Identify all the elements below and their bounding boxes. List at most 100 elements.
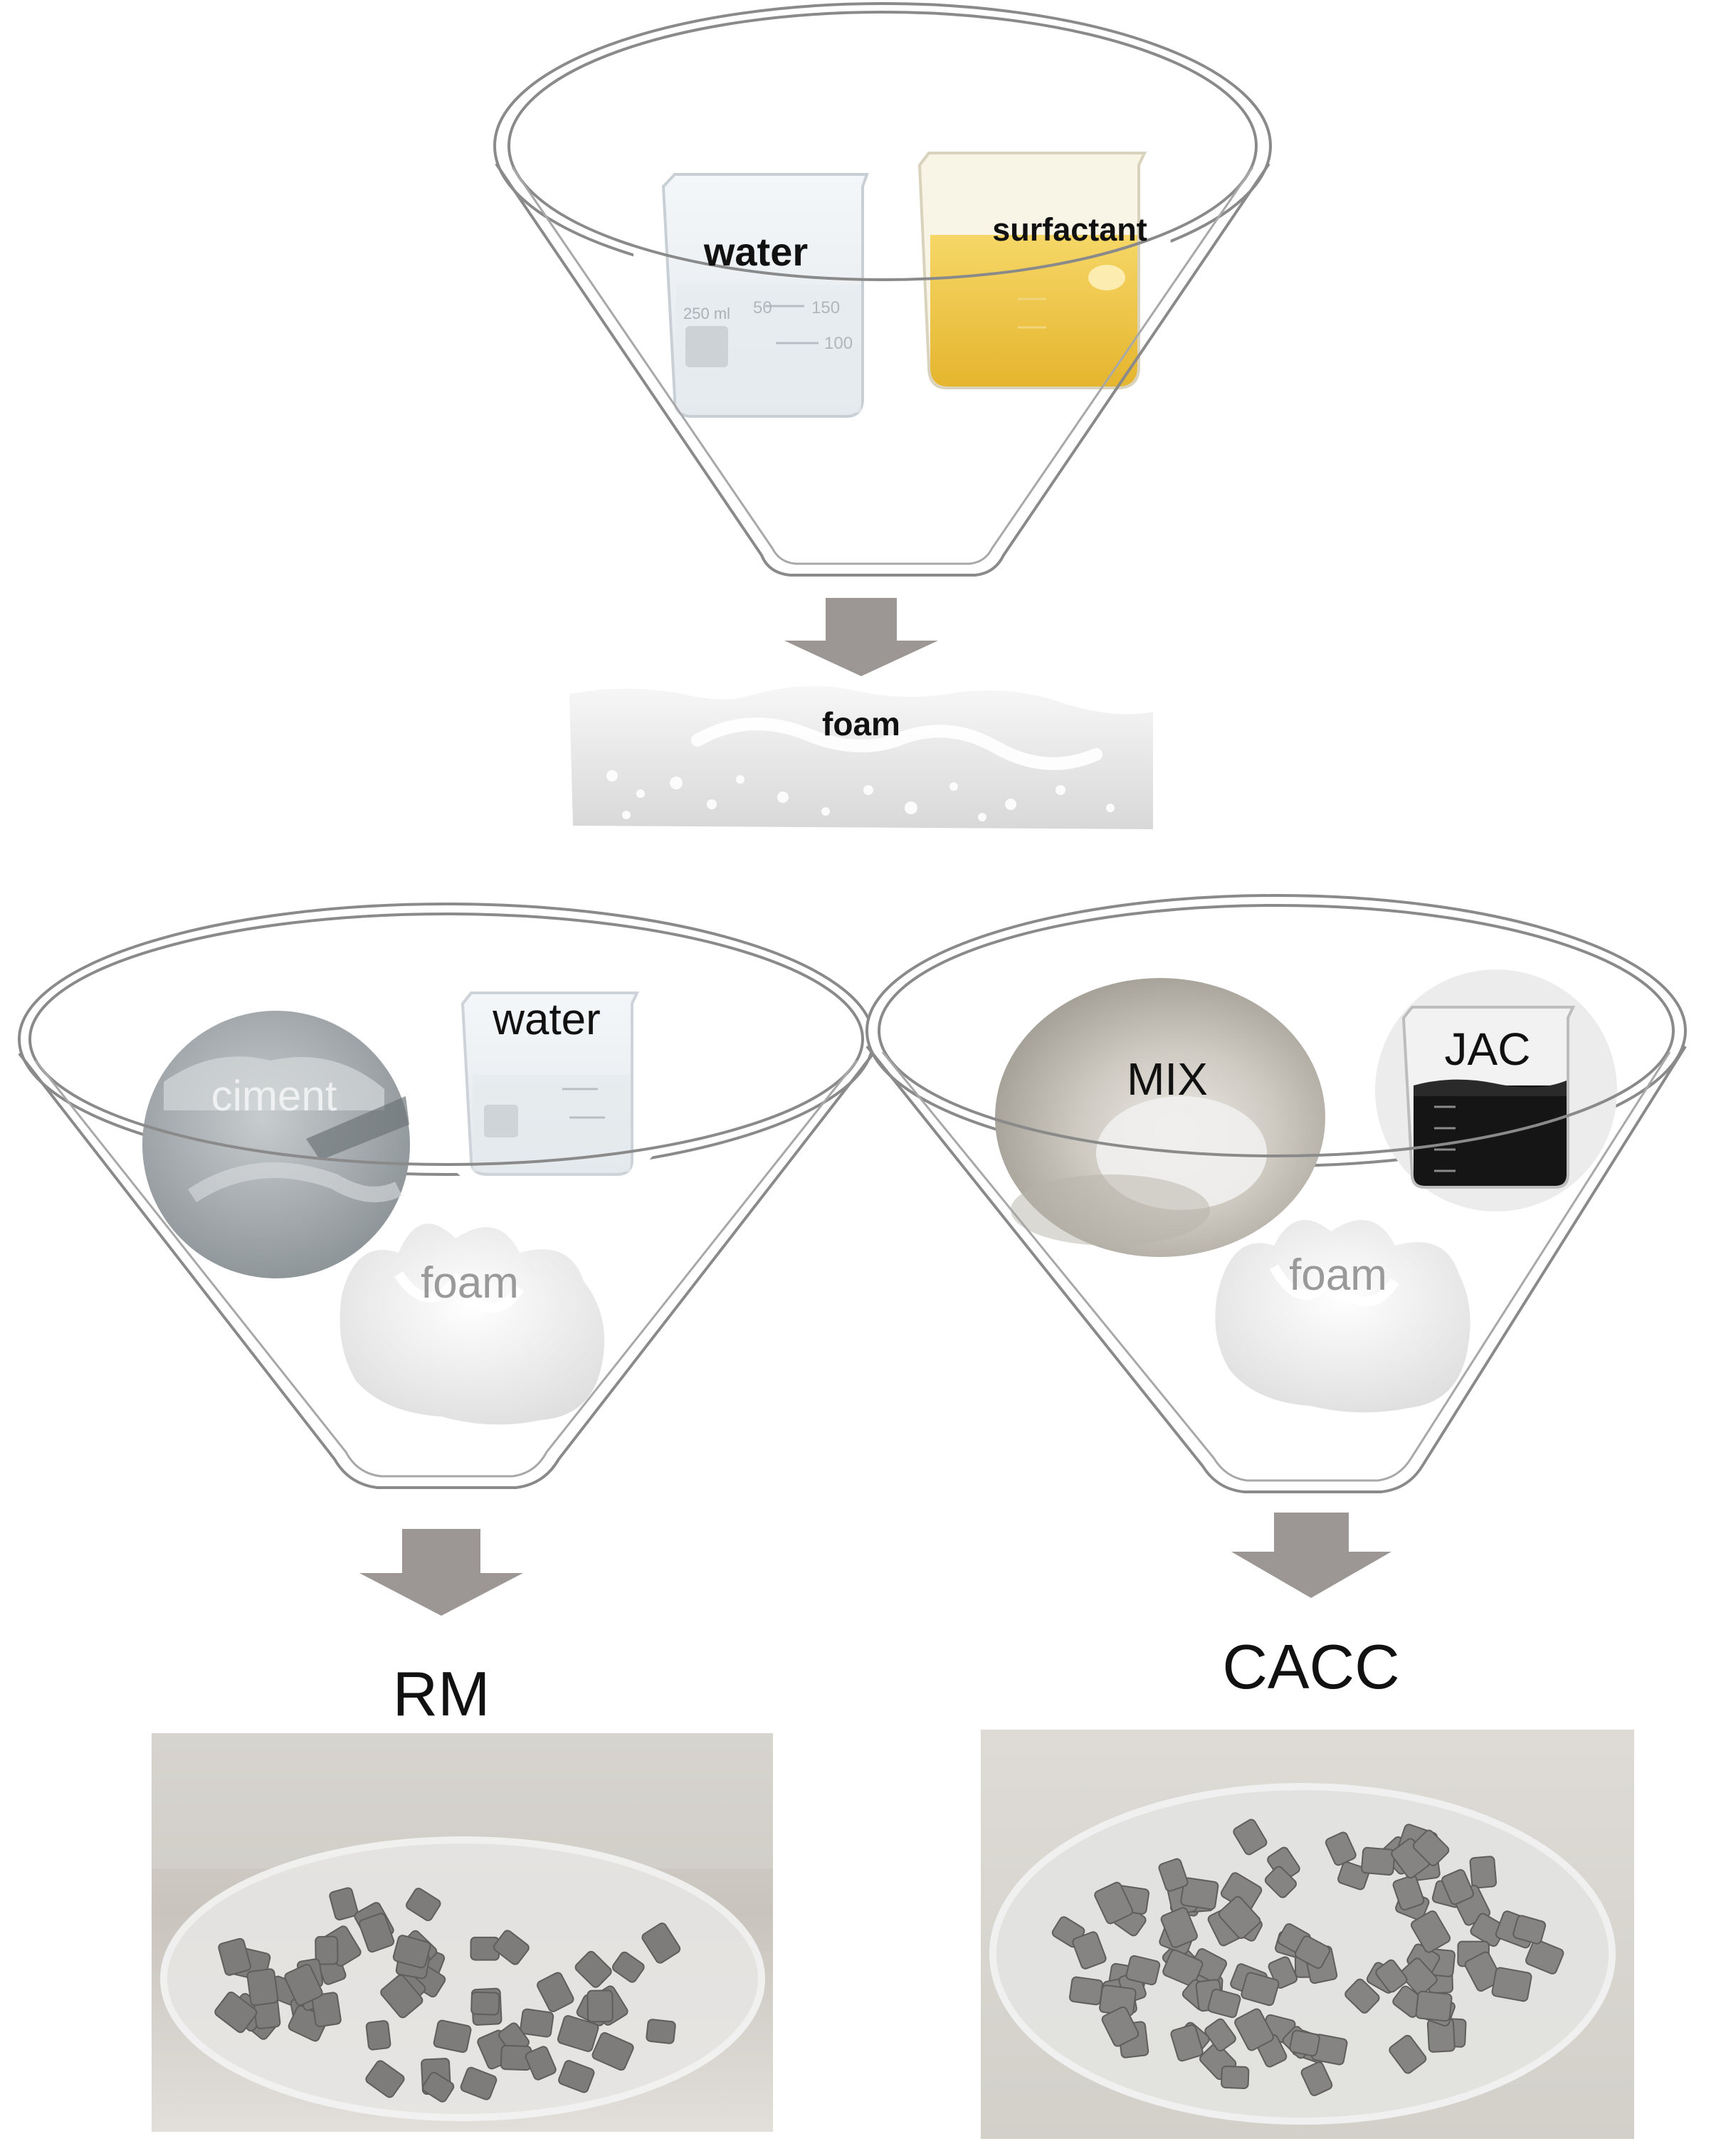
sample-piece xyxy=(1069,1976,1103,2006)
sample-piece xyxy=(493,1930,530,1965)
mix-label: MIX xyxy=(1127,1053,1208,1105)
sample-piece xyxy=(380,1974,423,2019)
sample-piece xyxy=(365,2020,391,2051)
beaker-volume-label: 250 ml xyxy=(683,305,730,322)
beaker-mark-150: 150 xyxy=(811,298,840,317)
sample-piece xyxy=(1392,1875,1425,1911)
sample-piece xyxy=(1415,1990,1453,2022)
sample-piece xyxy=(1344,1978,1380,2014)
sample-piece xyxy=(1289,2029,1320,2057)
beaker-mark-50: 50 xyxy=(753,298,772,317)
sample-piece xyxy=(646,2019,676,2044)
down-arrow-3 xyxy=(1231,1513,1391,1598)
sample-piece xyxy=(284,1964,323,2007)
cacc-samples xyxy=(1051,1819,1564,2096)
sample-piece xyxy=(365,2060,405,2098)
down-arrow-1 xyxy=(784,598,938,676)
sample-piece xyxy=(641,1923,681,1964)
sample-piece xyxy=(1072,1931,1107,1970)
sample-piece xyxy=(611,1951,645,1983)
sample-piece xyxy=(315,1935,339,1965)
sample-piece xyxy=(1221,2065,1250,2089)
ciment-label: ciment xyxy=(211,1072,337,1120)
sample-piece xyxy=(329,1887,359,1921)
sample-piece xyxy=(359,1913,395,1953)
sample-piece xyxy=(470,1991,500,2016)
sample-piece xyxy=(1469,1856,1498,1889)
sample-piece xyxy=(392,1935,431,1969)
sample-piece xyxy=(1125,1955,1161,1986)
rm-label: RM xyxy=(393,1658,490,1729)
sample-piece xyxy=(1241,1972,1280,2007)
left-water-beaker xyxy=(410,933,683,1206)
sample-piece xyxy=(1441,1868,1474,1905)
left-water-label: water xyxy=(492,995,601,1044)
sample-piece xyxy=(1389,2034,1427,2074)
sample-piece xyxy=(1170,2024,1204,2062)
cacc-photo xyxy=(981,1730,1634,2139)
surfactant-label: surfactant xyxy=(992,211,1147,248)
jac-beaker xyxy=(1375,969,1617,1211)
sample-piece xyxy=(1101,2006,1140,2047)
jac-label: JAC xyxy=(1445,1024,1531,1075)
sample-piece xyxy=(1300,2061,1333,2096)
right-funnel: MIX JAC foam xyxy=(865,894,1687,1493)
sample-piece xyxy=(1158,1858,1189,1892)
top-funnel: 250 ml 50 150 100 water surfactant xyxy=(493,2,1272,577)
rm-samples xyxy=(214,1887,681,2103)
left-foam-blob xyxy=(340,1224,605,1425)
sample-piece xyxy=(460,2066,498,2100)
sample-piece xyxy=(214,1991,258,2034)
sample-piece xyxy=(218,1937,251,1976)
cacc-label: CACC xyxy=(1222,1631,1399,1702)
sample-piece xyxy=(1410,1910,1451,1953)
sample-piece xyxy=(1325,1831,1357,1866)
sample-piece xyxy=(591,2032,634,2071)
right-foam-label: foam xyxy=(1289,1251,1387,1300)
sample-piece xyxy=(311,1992,342,2028)
sample-piece xyxy=(433,2019,472,2054)
sample-piece xyxy=(1264,1866,1297,1898)
rm-photo xyxy=(152,1733,773,2132)
sample-piece xyxy=(1400,1957,1438,1996)
sample-piece xyxy=(1375,1959,1408,1993)
beaker-mark-100: 100 xyxy=(824,334,853,353)
sample-piece xyxy=(1233,1819,1268,1856)
foam-label-top: foam xyxy=(822,705,900,742)
foam-strip: foam xyxy=(569,685,1153,829)
right-foam-blob xyxy=(1215,1220,1470,1413)
sample-piece xyxy=(1207,1988,1241,2019)
ciment-photo xyxy=(142,1011,410,1278)
sample-piece xyxy=(1180,1877,1219,1910)
sample-piece xyxy=(1234,2008,1274,2051)
sample-piece xyxy=(1160,1907,1198,1948)
down-arrow-2 xyxy=(359,1529,523,1616)
sample-piece xyxy=(1525,1939,1564,1974)
sample-piece xyxy=(525,2046,557,2081)
water-label: water xyxy=(703,229,808,274)
sample-piece xyxy=(586,1989,614,2023)
sample-piece xyxy=(1204,2018,1236,2052)
sample-piece xyxy=(1412,1829,1450,1866)
sample-piece xyxy=(246,1968,279,2007)
sample-piece xyxy=(557,2015,599,2052)
sample-piece xyxy=(1361,1846,1396,1876)
surfactant-beaker xyxy=(893,110,1171,389)
sample-piece xyxy=(1162,1949,1204,1987)
sample-piece xyxy=(1218,1895,1261,1939)
water-beaker: 250 ml 50 150 100 xyxy=(633,114,918,418)
sample-piece xyxy=(558,2060,595,2093)
sample-piece xyxy=(574,1950,612,1988)
sample-piece xyxy=(406,1888,441,1922)
sample-piece xyxy=(1512,1915,1547,1945)
sample-piece xyxy=(520,2008,554,2038)
sample-piece xyxy=(1294,1935,1331,1970)
mix-photo xyxy=(995,978,1325,1257)
left-funnel: ciment water foam xyxy=(18,903,875,1489)
sample-piece xyxy=(1094,1881,1134,1925)
left-foam-label: foam xyxy=(421,1258,519,1308)
sample-piece xyxy=(422,2071,455,2103)
sample-piece xyxy=(1491,1967,1532,2002)
sample-piece xyxy=(1464,1951,1502,1992)
